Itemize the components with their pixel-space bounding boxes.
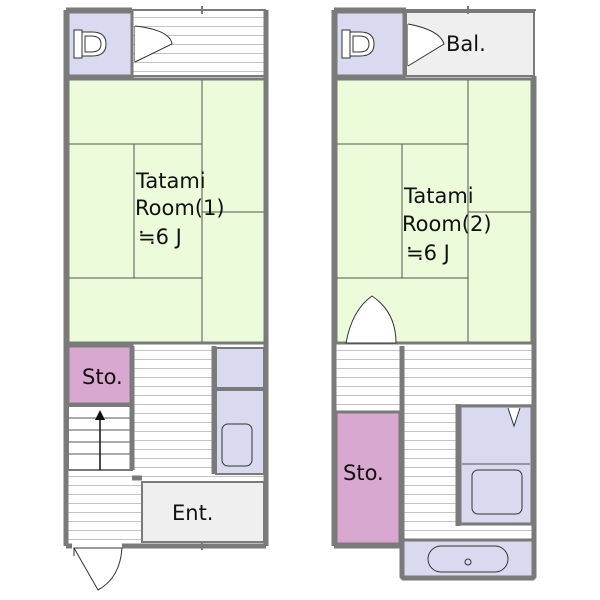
balcony-label: Bal.: [446, 32, 486, 56]
sink-icon: [221, 423, 253, 467]
wall-ticks-1: [132, 6, 266, 550]
walls-2: [331, 7, 537, 581]
entrance: [141, 481, 265, 543]
storage-1: [66, 344, 134, 406]
storage-label: Sto.: [82, 365, 123, 389]
storage-label: Sto.: [343, 461, 384, 485]
door-swing-icon: [134, 25, 173, 63]
shower-tray-icon: [471, 469, 523, 515]
door-swing-icon: [407, 23, 445, 67]
door-swing-icon: [507, 407, 521, 428]
floor-2: Bal. Tatami Room(2) ≒6 J: [331, 6, 537, 581]
room-name-line1: Tatami: [403, 184, 474, 208]
fixture-upper-1: [215, 347, 265, 389]
entrance-label: Ent.: [172, 501, 214, 525]
room-name-line2: Room(1): [135, 196, 225, 220]
tatami-room-1: [66, 77, 267, 345]
floor-1: Tatami Room(1) ≒6 J Sto. Ent.: [63, 6, 269, 591]
room-name-line2: Room(2): [402, 212, 492, 236]
room-name-line1: Tatami: [135, 169, 206, 193]
entrance-door-icon: [73, 547, 123, 591]
room-size: ≒6 J: [406, 241, 450, 265]
wall-ticks-2: [406, 6, 536, 14]
toilet-icon: [341, 29, 375, 59]
toilet-icon: [73, 29, 107, 59]
walls-1: [63, 7, 269, 549]
room-door-icon: [345, 295, 397, 344]
staircase: [67, 405, 133, 471]
room-size: ≒6 J: [138, 225, 182, 249]
